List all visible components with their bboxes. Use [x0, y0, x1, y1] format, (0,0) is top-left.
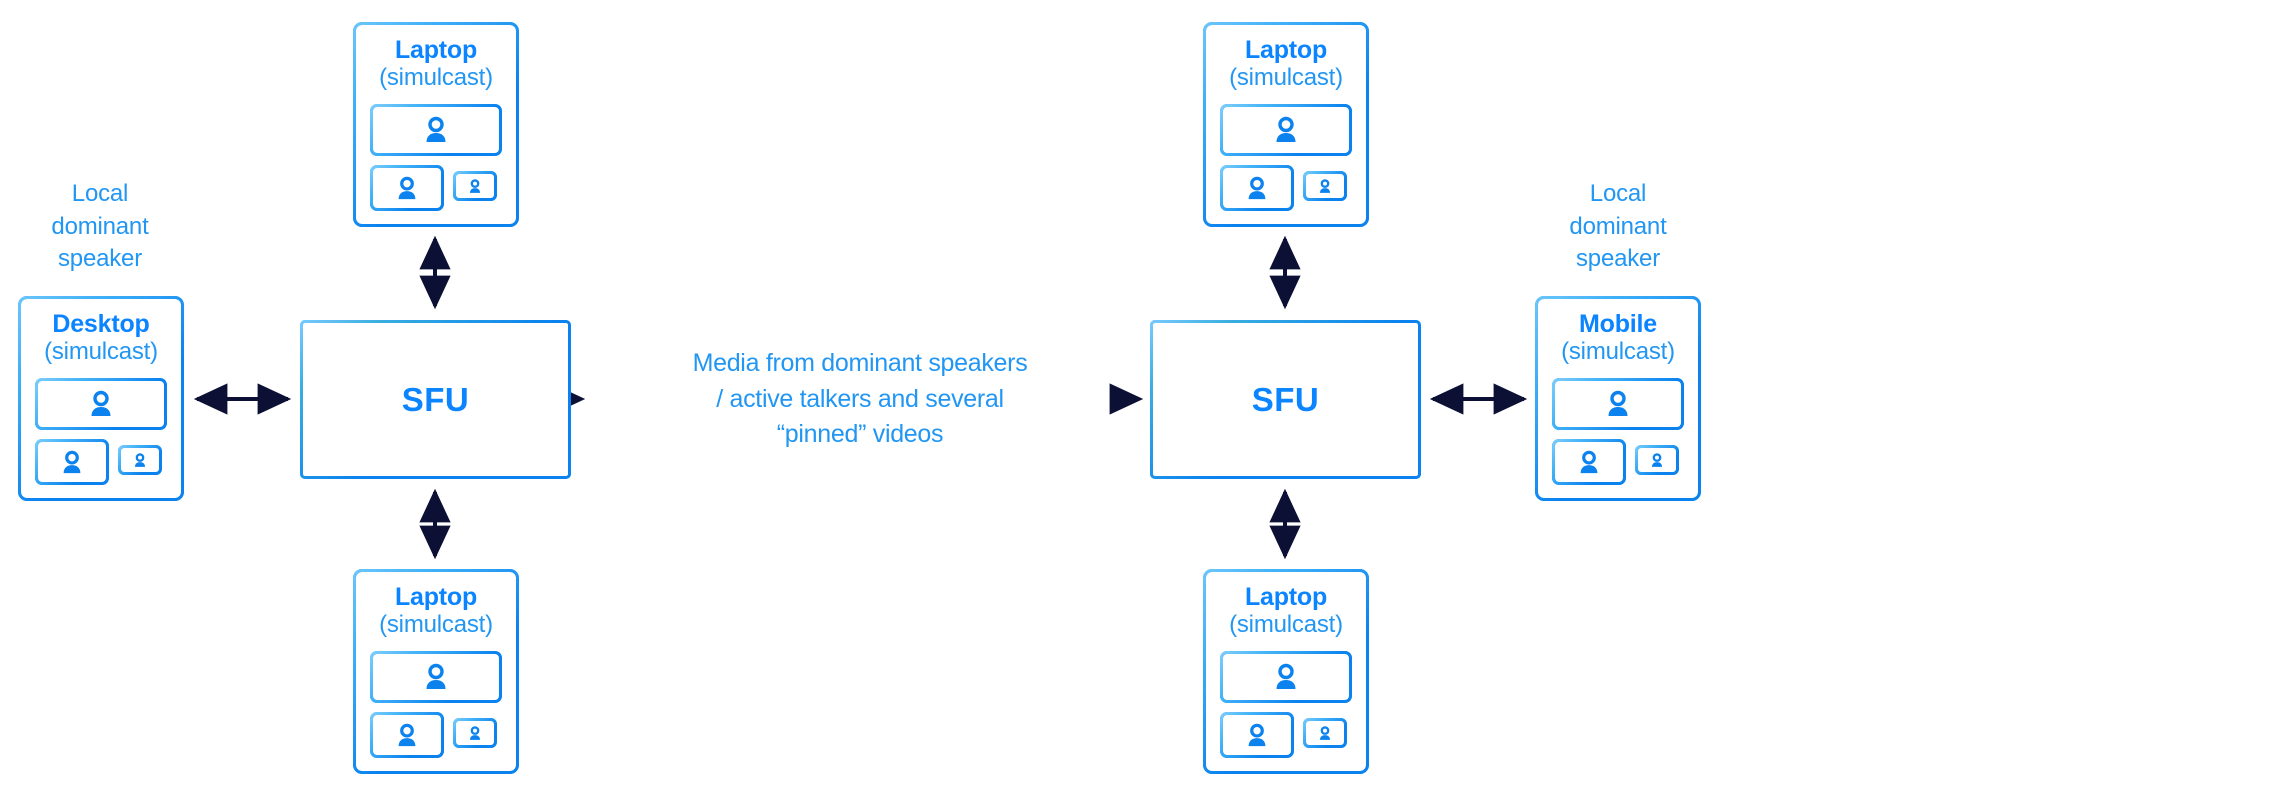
- device-subtitle: (simulcast): [1229, 64, 1343, 91]
- video-tile-secondary[interactable]: [370, 165, 444, 211]
- person-icon: [398, 176, 416, 199]
- person-icon: [91, 390, 111, 416]
- video-tile-row: [1552, 439, 1684, 485]
- person-icon: [1248, 176, 1266, 199]
- device-subtitle: (simulcast): [1229, 611, 1343, 638]
- device-laptop-top-left[interactable]: Laptop (simulcast): [353, 22, 519, 227]
- person-icon: [1319, 725, 1331, 740]
- device-laptop-bottom-left[interactable]: Laptop (simulcast): [353, 569, 519, 774]
- video-tile-main[interactable]: [1220, 104, 1352, 156]
- video-tile-secondary[interactable]: [1220, 165, 1294, 211]
- video-tile-main[interactable]: [370, 651, 502, 703]
- caption-line-1: Local: [1589, 180, 1647, 207]
- video-tile-row: [35, 439, 167, 485]
- person-icon: [398, 723, 416, 746]
- device-subtitle: (simulcast): [1561, 338, 1675, 365]
- video-tile-row: [370, 165, 502, 211]
- device-subtitle: (simulcast): [44, 338, 158, 365]
- video-tile-group: [21, 378, 181, 485]
- person-icon: [1248, 723, 1266, 746]
- caption-local-dominant-speaker-right: Local dominant speaker: [1528, 178, 1708, 276]
- caption-line-3: speaker: [1576, 245, 1660, 273]
- node-sfu-right[interactable]: SFU: [1150, 320, 1421, 479]
- person-icon: [1319, 178, 1331, 193]
- caption-line-3: speaker: [58, 245, 142, 273]
- device-laptop-top-right[interactable]: Laptop (simulcast): [1203, 22, 1369, 227]
- person-icon: [1580, 450, 1598, 473]
- caption-line-1: Local: [71, 180, 129, 207]
- person-icon: [134, 452, 146, 467]
- person-icon: [426, 116, 446, 142]
- video-tile-row: [370, 712, 502, 758]
- device-subtitle: (simulcast): [379, 611, 493, 638]
- video-tile-secondary[interactable]: [1220, 712, 1294, 758]
- person-icon: [469, 725, 481, 740]
- video-tile-group: [356, 651, 516, 758]
- video-tile-row: [1220, 165, 1352, 211]
- device-title: Mobile: [1579, 310, 1657, 338]
- center-label-line-1: Media from dominant speakers: [692, 349, 1028, 377]
- sfu-label: SFU: [1251, 380, 1320, 418]
- caption-line-2: dominant: [51, 212, 149, 240]
- video-tile-thumbnail[interactable]: [453, 718, 497, 748]
- video-tile-group: [1206, 104, 1366, 211]
- video-tile-main[interactable]: [370, 104, 502, 156]
- device-title: Desktop: [52, 310, 150, 338]
- video-tile-main[interactable]: [1552, 378, 1684, 430]
- video-tile-thumbnail[interactable]: [453, 171, 497, 201]
- video-tile-group: [1206, 651, 1366, 758]
- person-icon: [1276, 663, 1296, 689]
- device-title: Laptop: [394, 583, 478, 611]
- video-tile-main[interactable]: [35, 378, 167, 430]
- video-tile-row: [1220, 712, 1352, 758]
- device-desktop-left[interactable]: Desktop (simulcast): [18, 296, 184, 501]
- video-tile-thumbnail[interactable]: [118, 445, 162, 475]
- video-tile-secondary[interactable]: [370, 712, 444, 758]
- video-tile-group: [1538, 378, 1698, 485]
- caption-local-dominant-speaker-left: Local dominant speaker: [10, 178, 190, 276]
- person-icon: [63, 450, 81, 473]
- caption-line-2: dominant: [1569, 212, 1667, 240]
- device-title: Laptop: [1244, 583, 1328, 611]
- video-tile-thumbnail[interactable]: [1635, 445, 1679, 475]
- node-sfu-left[interactable]: SFU: [300, 320, 571, 479]
- sfu-label: SFU: [401, 380, 470, 418]
- video-tile-thumbnail[interactable]: [1303, 171, 1347, 201]
- center-label-line-3: “pinned” videos: [776, 420, 944, 448]
- video-tile-secondary[interactable]: [1552, 439, 1626, 485]
- video-tile-thumbnail[interactable]: [1303, 718, 1347, 748]
- video-tile-secondary[interactable]: [35, 439, 109, 485]
- person-icon: [469, 178, 481, 193]
- device-mobile-right[interactable]: Mobile (simulcast): [1535, 296, 1701, 501]
- person-icon: [1608, 390, 1628, 416]
- person-icon: [426, 663, 446, 689]
- device-title: Laptop: [1244, 36, 1328, 64]
- label-media-from-dominant-speakers: Media from dominant speakers / active ta…: [610, 346, 1110, 453]
- center-label-line-2: / active talkers and several: [716, 384, 1004, 413]
- device-laptop-bottom-right[interactable]: Laptop (simulcast): [1203, 569, 1369, 774]
- device-title: Laptop: [394, 36, 478, 64]
- person-icon: [1276, 116, 1296, 142]
- video-tile-group: [356, 104, 516, 211]
- video-tile-main[interactable]: [1220, 651, 1352, 703]
- person-icon: [1651, 452, 1663, 467]
- device-subtitle: (simulcast): [379, 64, 493, 91]
